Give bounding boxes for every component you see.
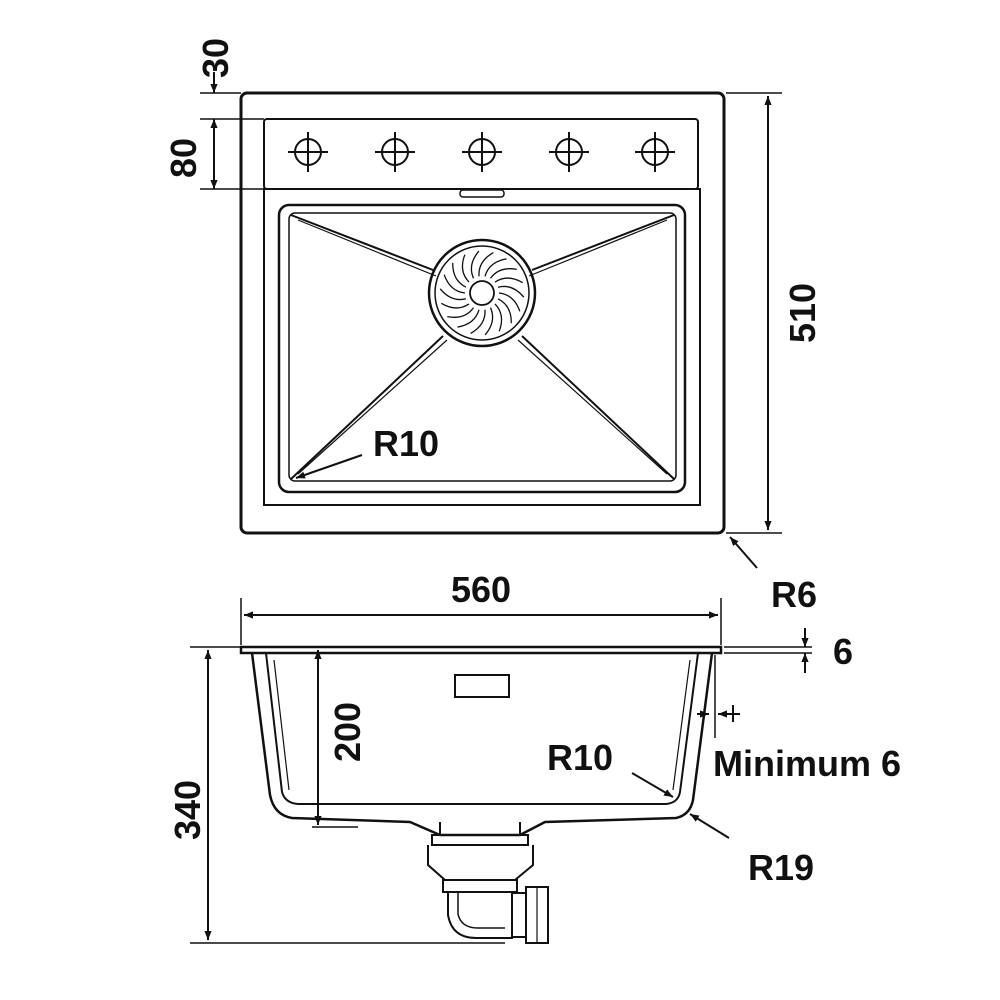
overflow-opening xyxy=(454,674,510,698)
r10-top-leader xyxy=(295,454,363,479)
wall-minimum-dimension: Minimum 6 xyxy=(697,655,901,784)
r10-side-leader xyxy=(631,772,674,798)
tap-hole-1 xyxy=(288,132,328,172)
drain-trap xyxy=(427,822,549,944)
strainer-slots xyxy=(439,250,525,336)
tap-hole-3 xyxy=(462,132,502,172)
bowl-recess xyxy=(263,188,701,506)
top-margin-dimension: 30 80 xyxy=(163,38,264,190)
strainer-slot xyxy=(443,274,466,294)
strainer-slot xyxy=(494,303,503,332)
tap-strip-label: 80 xyxy=(163,138,204,178)
sink-outer-body xyxy=(250,652,714,837)
strainer-slot xyxy=(447,307,475,318)
tap-hole-4 xyxy=(549,132,589,172)
width-label: 560 xyxy=(451,569,511,610)
strainer-slot xyxy=(452,262,467,288)
bowl-depth-label: 200 xyxy=(327,702,368,762)
overflow-slot xyxy=(459,189,505,198)
strainer-slot xyxy=(497,285,525,298)
top-margin-label: 30 xyxy=(195,38,236,78)
overall-height-label: 340 xyxy=(167,780,208,840)
strainer-slot xyxy=(439,288,467,301)
overall-depth-label: 510 xyxy=(782,283,823,343)
strainer-slot xyxy=(461,254,470,283)
sink-outline xyxy=(239,91,726,535)
top-view: R10 30 80 510 R6 xyxy=(163,38,823,615)
strainer-slot xyxy=(470,309,486,334)
strainer-slot xyxy=(470,250,480,279)
strainer-slot xyxy=(484,307,494,336)
bowl-depth-dimension: 200 xyxy=(312,650,368,828)
rim-thickness-label: 6 xyxy=(833,631,853,672)
strainer-slot xyxy=(457,309,480,328)
overall-height-dimension: 340 xyxy=(167,646,505,944)
width-dimension: 560 xyxy=(240,569,722,645)
r19-label: R19 xyxy=(748,847,814,888)
strainer-slot xyxy=(497,298,512,324)
sink-inner-body xyxy=(265,652,699,805)
rim-thickness-dimension: 6 xyxy=(724,628,853,673)
bowl-outer xyxy=(277,203,687,494)
wall-minimum-label: Minimum 6 xyxy=(713,743,901,784)
r10-side-label: R10 xyxy=(547,737,613,778)
r6-label: R6 xyxy=(771,574,817,615)
bowl-inner xyxy=(288,212,677,482)
r19-leader xyxy=(689,813,730,839)
strainer-slot xyxy=(498,292,521,312)
overall-depth-dimension: 510 xyxy=(726,92,823,534)
strainer-slot xyxy=(484,258,507,277)
drain-strainer xyxy=(427,238,537,348)
strainer-slot xyxy=(478,252,494,277)
strainer-slot xyxy=(494,277,524,284)
tap-hole-5 xyxy=(635,132,675,172)
bowl-slope-lines xyxy=(290,214,675,480)
r6-leader xyxy=(729,536,758,569)
r10-top-label: R10 xyxy=(373,423,439,464)
strainer-slot xyxy=(440,302,470,309)
sink-wall-detail xyxy=(273,659,691,791)
sink-rim xyxy=(239,645,723,655)
tap-hole-2 xyxy=(375,132,415,172)
side-view: 560 6 xyxy=(167,569,901,944)
strainer-slot xyxy=(489,268,517,279)
